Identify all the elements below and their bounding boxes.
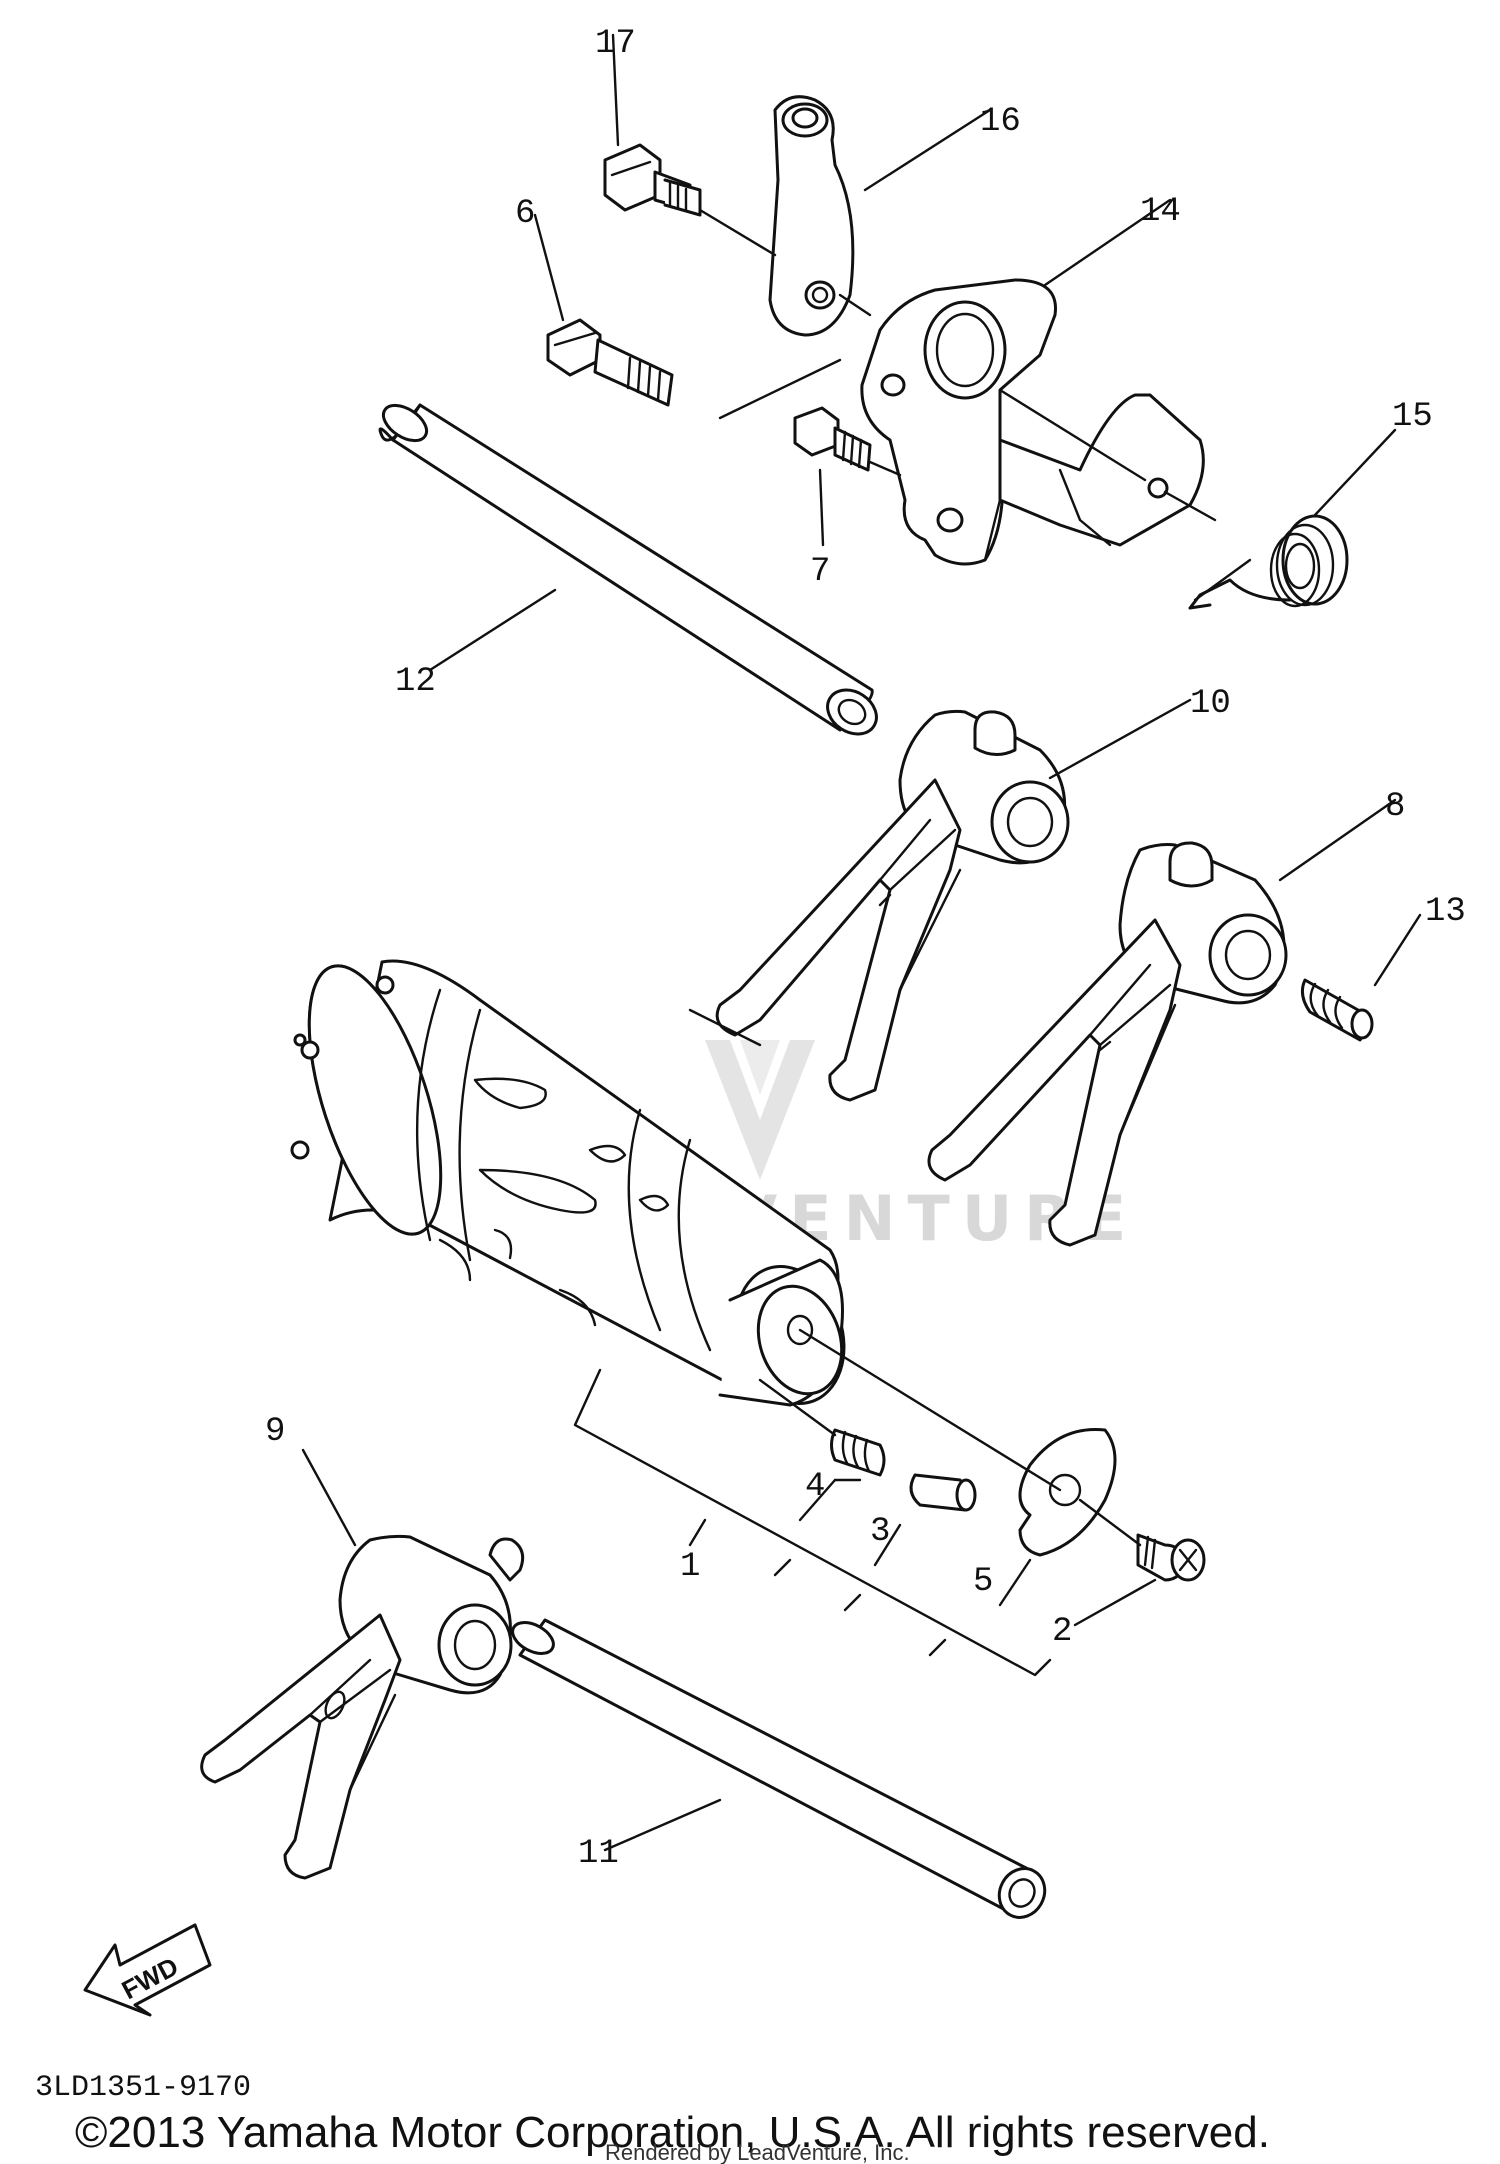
callout-10: 10 xyxy=(1190,685,1231,723)
callout-6: 6 xyxy=(515,195,535,233)
callout-16: 16 xyxy=(980,103,1021,141)
fwd-direction-arrow: FWD xyxy=(83,1923,212,2017)
part-5-segment-plate[interactable] xyxy=(1018,1427,1117,1557)
callout-13: 13 xyxy=(1425,893,1466,931)
drawing-code: 3LD1351-9170 xyxy=(35,2071,251,2105)
part-10-shift-fork[interactable] xyxy=(715,709,1070,1102)
rendered-by-notice: Rendered by LeadVenture, Inc. xyxy=(605,2140,910,2164)
callout-17: 17 xyxy=(595,25,636,63)
callout-11: 11 xyxy=(578,1835,619,1873)
leader-lines xyxy=(301,33,1422,1852)
callout-8: 8 xyxy=(1385,788,1405,826)
part-15-torsion-spring[interactable] xyxy=(1188,514,1349,610)
part-1-shift-cam-drum[interactable] xyxy=(282,951,861,1418)
part-7-small-bolt[interactable] xyxy=(793,406,872,472)
part-6-bolt[interactable] xyxy=(546,318,674,407)
callout-12: 12 xyxy=(395,663,436,701)
callout-3: 3 xyxy=(870,1513,890,1551)
part-2-screw[interactable] xyxy=(1136,1533,1206,1582)
part-14-bracket[interactable] xyxy=(860,278,1205,566)
part-17-flange-bolt[interactable] xyxy=(603,143,702,217)
part-11-shift-fork-guide-bar[interactable] xyxy=(507,1616,1053,1925)
callout-2: 2 xyxy=(1052,1613,1072,1651)
copyright-notice: ©2013 Yamaha Motor Corporation, U.S.A. A… xyxy=(75,2108,1270,2157)
callout-4: 4 xyxy=(805,1468,825,1506)
callout-5: 5 xyxy=(973,1563,993,1601)
callout-1: 1 xyxy=(680,1548,700,1586)
part-4-spring[interactable] xyxy=(830,1428,886,1477)
callout-7: 7 xyxy=(810,553,830,591)
callout-15: 15 xyxy=(1392,398,1433,436)
callout-14: 14 xyxy=(1140,193,1181,231)
part-3-pin[interactable] xyxy=(909,1473,977,1512)
part-16-shift-lever[interactable] xyxy=(768,95,855,337)
part-12-shift-fork-guide-bar[interactable] xyxy=(377,398,884,743)
part-13-spring[interactable] xyxy=(1300,978,1374,1042)
callout-9: 9 xyxy=(265,1413,285,1451)
callout-labels: 17 16 14 6 15 7 12 10 8 13 9 4 3 1 5 2 1… xyxy=(265,25,1466,1873)
part-9-shift-fork[interactable] xyxy=(200,1534,525,1880)
part-8-shift-fork[interactable] xyxy=(927,841,1288,1247)
